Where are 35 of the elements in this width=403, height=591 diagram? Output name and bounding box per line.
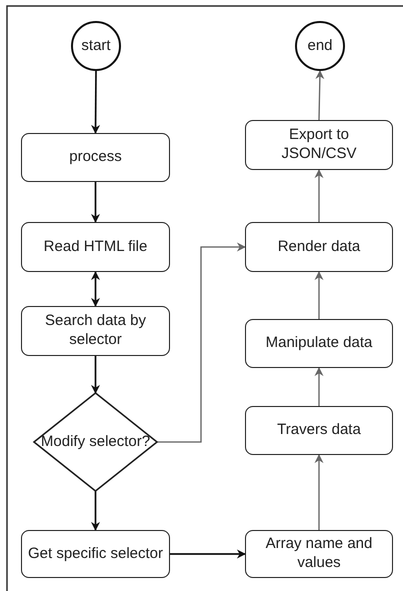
arrow — [314, 271, 324, 319]
process-box — [21, 306, 170, 356]
process-box — [21, 222, 170, 272]
node-label: Search data by selector — [44, 312, 147, 350]
process-box — [245, 319, 393, 368]
node-label: Export to JSON/CSV — [280, 126, 358, 164]
process-box — [21, 530, 170, 578]
process-box — [245, 222, 393, 272]
arrow — [314, 367, 324, 406]
node-label: process — [68, 148, 123, 167]
arrow — [91, 182, 100, 223]
process-box — [21, 133, 170, 182]
node-label: Modify selector? — [40, 432, 150, 452]
process-box — [245, 120, 393, 170]
arrow — [157, 242, 246, 443]
arrow — [170, 550, 246, 558]
node-label: Array name and values — [264, 535, 374, 573]
node-label: Read HTML file — [42, 238, 148, 256]
arrow — [91, 356, 100, 394]
node-label: Get specific selector — [26, 544, 164, 564]
terminal-circle — [71, 21, 121, 71]
arrow — [314, 454, 324, 530]
arrow — [91, 71, 100, 134]
node-label: Render data — [276, 238, 362, 256]
arrow — [91, 271, 100, 307]
terminal-circle — [295, 21, 345, 71]
process-box — [245, 530, 393, 578]
node-label: start — [80, 36, 112, 56]
arrow — [315, 70, 324, 120]
node-label: Manipulate data — [264, 334, 374, 353]
arrow — [314, 169, 324, 222]
node-label: Travers data — [276, 421, 362, 440]
node-label: end — [306, 36, 334, 56]
arrow — [91, 491, 100, 531]
process-box — [245, 406, 393, 455]
